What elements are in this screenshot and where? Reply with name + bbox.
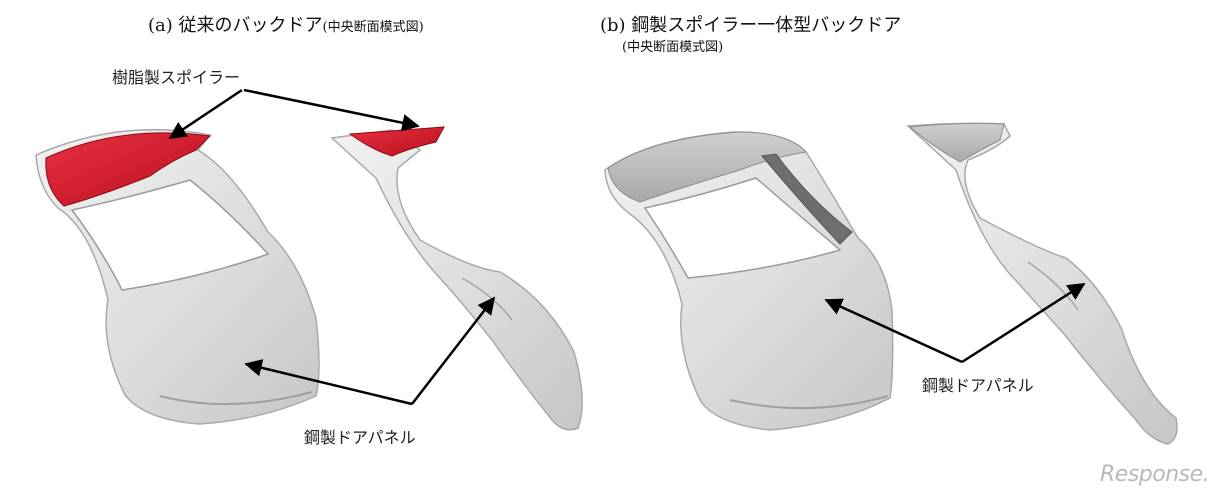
steel-spoiler-section <box>908 122 1005 163</box>
integrated-door-section-view <box>906 122 1178 445</box>
spoiler-side-support <box>761 153 853 245</box>
resin-spoiler <box>45 132 212 207</box>
arrow-panel-section <box>411 296 496 405</box>
rear-window-opening <box>643 177 842 279</box>
arrow-spoiler-front <box>168 88 243 140</box>
section-body <box>330 129 583 431</box>
label-steel-door-panel-b: 鋼製ドアパネル <box>922 376 1034 395</box>
arrow-spoiler-section <box>243 88 420 132</box>
panel-b-title-sub: (中央断面模式図) <box>622 40 724 55</box>
panel-b-title: (b) 鋼製スポイラー一体型バックドア <box>600 15 902 36</box>
label-steel-door-panel-a: 鋼製ドアパネル <box>304 428 416 447</box>
conventional-door-section-view <box>330 126 583 431</box>
resin-spoiler-section <box>348 126 445 157</box>
callout-arrows <box>168 88 1086 406</box>
panel-a-title-main: (a) 従来のバックドア <box>148 15 323 36</box>
panel-a-title: (a) 従来のバックドア(中央断面模式図) <box>148 16 424 38</box>
arrow-panel-section-b <box>961 282 1086 364</box>
arrow-panel-front-b <box>824 298 963 364</box>
door-lower-trim <box>159 391 313 406</box>
integrated-door-front-view <box>604 131 894 431</box>
panel-a-title-sub: (中央断面模式図) <box>322 20 424 35</box>
arrow-panel-front <box>244 359 413 406</box>
response-watermark-logo: Response. <box>1100 462 1210 487</box>
door-lower-trim <box>729 395 889 410</box>
section-crease <box>1027 261 1079 311</box>
rear-window-opening <box>70 179 270 291</box>
label-resin-spoiler: 樹脂製スポイラー <box>112 68 241 87</box>
conventional-door-front-view <box>35 128 320 425</box>
section-body <box>906 122 1178 445</box>
